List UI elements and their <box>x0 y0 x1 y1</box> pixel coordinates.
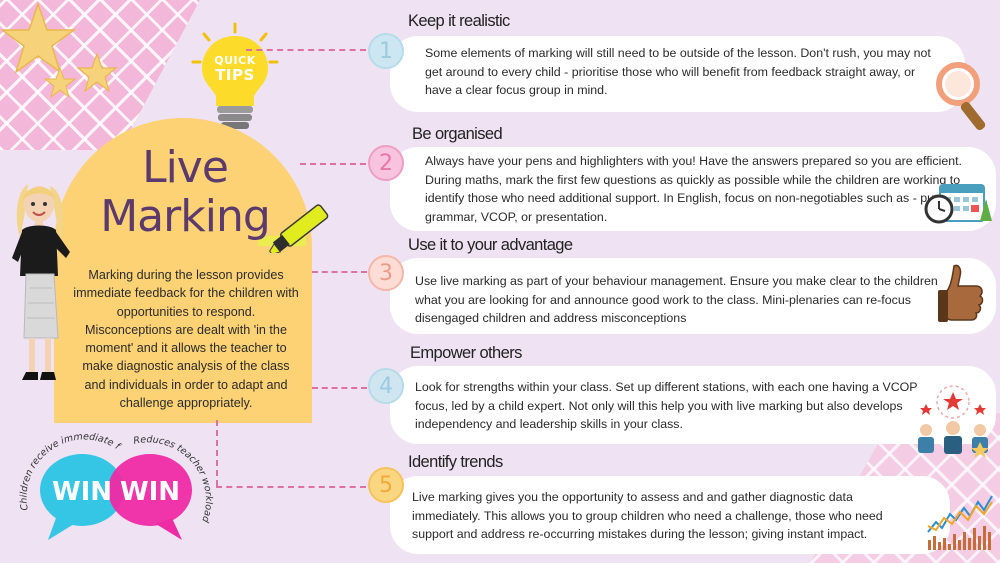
badge-line2: TIPS <box>215 66 255 84</box>
tip-2-text: Always have your pens and highlighters w… <box>425 154 988 224</box>
tip-3-text: Use live marking as part of your behavio… <box>415 274 938 326</box>
tip-1-text: Some elements of marking will still need… <box>425 46 931 98</box>
team-leader-icon <box>918 385 989 458</box>
tip-3-card <box>390 258 996 334</box>
light-bulb-icon <box>191 22 279 129</box>
tip-5-card <box>390 476 950 554</box>
tip-4-text: Look for strengths within your class. Se… <box>415 380 918 432</box>
tip-5-heading: Identify trends <box>408 453 503 471</box>
badge-line1: QUICK <box>214 54 256 67</box>
tip-2-heading: Be organised <box>412 125 503 143</box>
calendar-clock-icon <box>924 184 992 224</box>
win-right-word: WIN <box>120 477 180 507</box>
tip-2-card <box>390 147 996 231</box>
tip-2-number: 2 <box>368 145 404 181</box>
tip-1-number: 1 <box>368 33 404 69</box>
tip-5-text: Live marking gives you the opportunity t… <box>412 490 883 542</box>
description-panel <box>54 255 312 423</box>
win-left-word: WIN <box>52 477 112 507</box>
tip-1-card <box>390 36 965 112</box>
quick-tips-bulb: QUICK TIPS <box>190 22 280 134</box>
thumbs-up-icon <box>938 264 984 322</box>
tip-4-number: 4 <box>368 368 404 404</box>
connector-3 <box>312 271 367 273</box>
connector-1 <box>246 49 366 51</box>
tip-4-heading: Empower others <box>410 344 522 362</box>
win-win-graphic: Children receive immediate feedback Redu… <box>11 420 214 558</box>
highlighter-icon <box>258 204 329 253</box>
connector-4 <box>312 387 367 389</box>
teacher-illustration-icon <box>12 184 70 380</box>
connector-2 <box>300 163 366 165</box>
tip-5-number: 5 <box>368 467 404 503</box>
trend-chart-icon <box>927 495 993 550</box>
tip-3-heading: Use it to your advantage <box>408 236 573 254</box>
page-title-line1: Live <box>142 142 229 193</box>
connector-5 <box>216 486 366 488</box>
connector-5-vertical <box>216 420 218 486</box>
tip-4-card <box>390 366 996 444</box>
page-title-line2: Marking <box>100 191 271 242</box>
stars-icon <box>2 2 118 99</box>
tip-3-number: 3 <box>368 255 404 291</box>
tip-1-heading: Keep it realistic <box>408 12 510 30</box>
intro-description: Marking during the lesson provides immed… <box>73 268 299 411</box>
magnifying-glass-icon <box>936 62 986 131</box>
